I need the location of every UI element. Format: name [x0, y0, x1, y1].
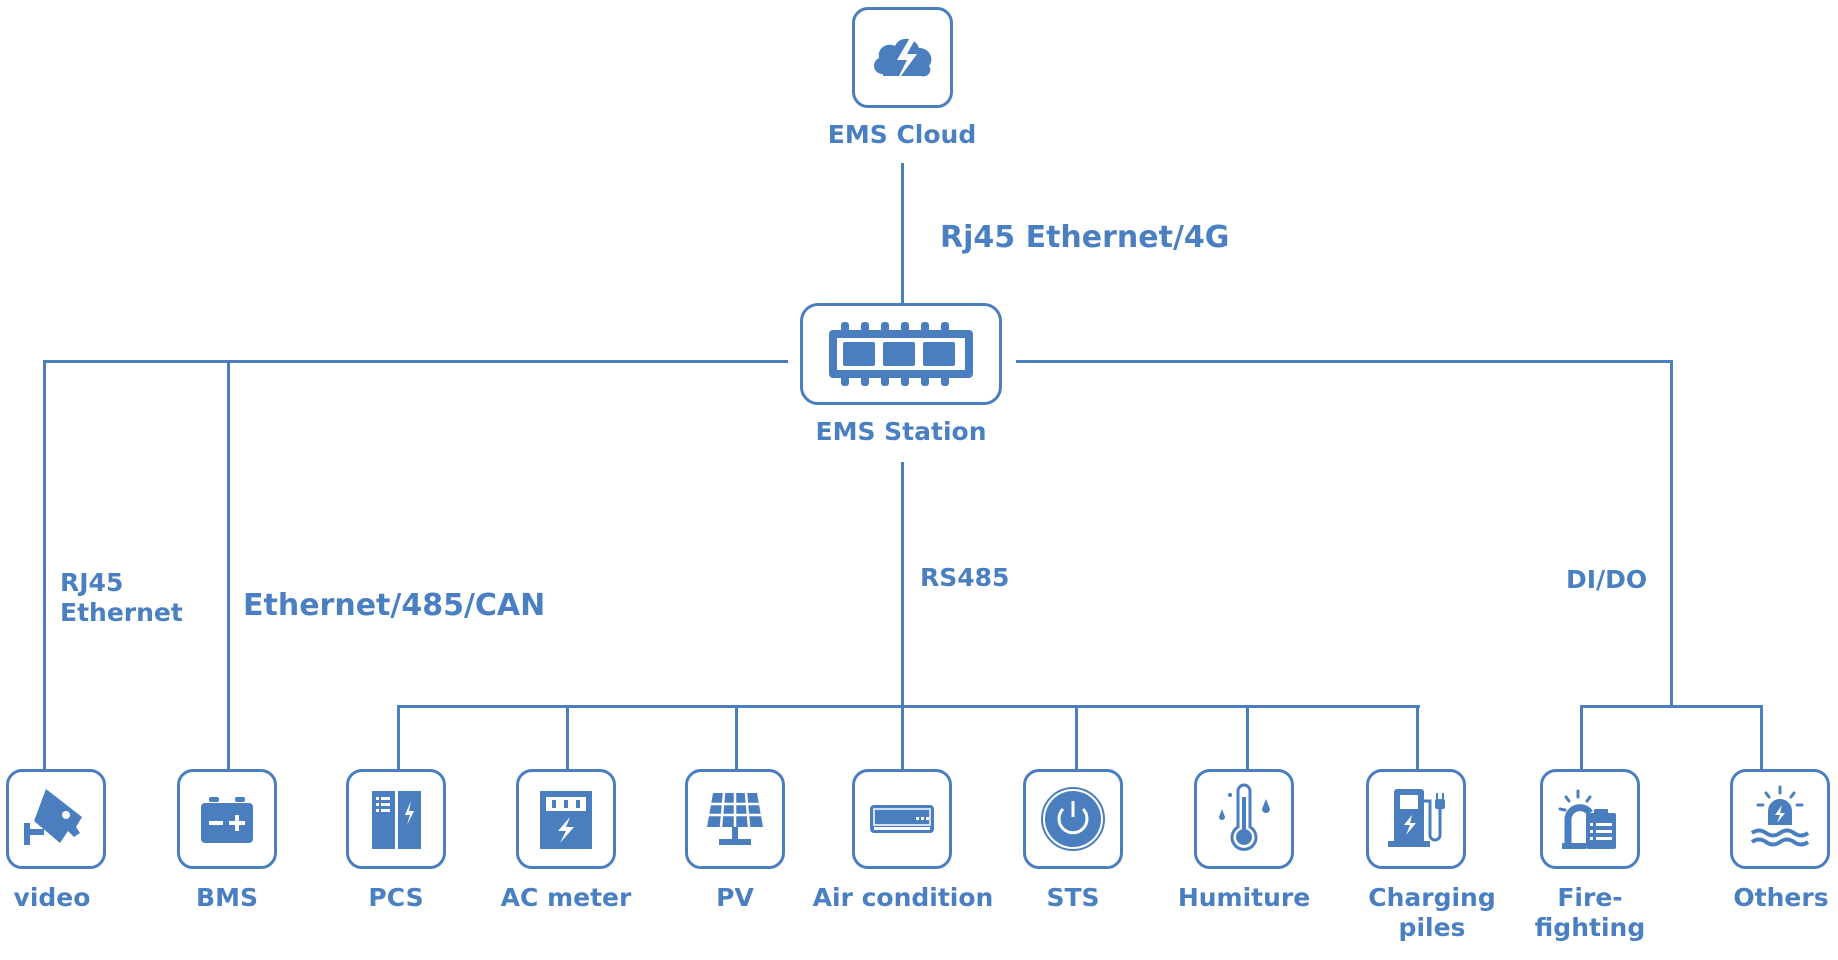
wire-bms — [227, 360, 230, 769]
device-others[interactable] — [1730, 769, 1830, 869]
device-label-video: video — [13, 883, 91, 912]
device-air-condition[interactable] — [852, 769, 952, 869]
wire-sts — [1075, 705, 1078, 769]
wire-station-right-bus — [1016, 360, 1673, 363]
battery-icon — [201, 797, 253, 843]
fire-alarm-icon — [1558, 789, 1616, 849]
wire-humiture — [1246, 705, 1249, 769]
device-label-fire-fighting: Fire- fighting — [1535, 883, 1645, 943]
chip-icon — [829, 322, 973, 386]
solar-panel-icon — [707, 792, 763, 845]
device-label-charging-piles: Charging piles — [1368, 883, 1496, 943]
wire-rs485-trunk — [901, 462, 904, 769]
wire-station-left-bus — [43, 360, 788, 363]
device-charging-piles[interactable] — [1366, 769, 1466, 869]
ev-charger-icon — [1388, 789, 1445, 847]
wire-video — [43, 360, 46, 769]
wire-others — [1760, 705, 1763, 769]
link-label-rs485: RS485 — [920, 563, 1010, 592]
electric-meter-icon — [540, 791, 592, 849]
wire-pcs — [397, 705, 400, 769]
device-fire-fighting[interactable] — [1540, 769, 1640, 869]
device-label-air-condition: Air condition — [812, 883, 994, 912]
device-label-others: Others — [1733, 883, 1829, 912]
device-bms[interactable] — [177, 769, 277, 869]
wire-fire-fighting — [1580, 705, 1583, 769]
device-video[interactable] — [6, 769, 106, 869]
link-label-video-line2: Ethernet — [60, 598, 183, 627]
device-sts[interactable] — [1023, 769, 1123, 869]
thermometer-icon — [1219, 783, 1270, 851]
device-humiture[interactable] — [1194, 769, 1294, 869]
ems-station-label: EMS Station — [815, 417, 987, 446]
cloud-lightning-icon — [873, 35, 931, 84]
device-label-fire-line2: fighting — [1534, 913, 1646, 942]
power-cabinet-icon — [372, 791, 421, 849]
device-pv[interactable] — [685, 769, 785, 869]
device-pcs[interactable] — [346, 769, 446, 869]
wire-ac-meter — [566, 705, 569, 769]
device-ac-meter[interactable] — [516, 769, 616, 869]
wire-charging-piles — [1416, 705, 1419, 769]
link-label-video-line1: RJ45 — [60, 568, 124, 597]
air-conditioner-icon — [870, 805, 934, 833]
cctv-camera-icon — [24, 789, 82, 845]
link-label-dido: DI/DO — [1566, 565, 1648, 594]
device-label-sts: STS — [1046, 883, 1100, 912]
device-label-humiture: Humiture — [1177, 883, 1311, 912]
power-button-icon — [1041, 787, 1105, 851]
link-label-video: RJ45 Ethernet — [60, 568, 183, 628]
wire-pv — [735, 705, 738, 769]
wire-dido-trunk — [1670, 360, 1673, 707]
ems-cloud-node[interactable] — [852, 7, 953, 108]
wire-cloud-station — [901, 163, 904, 304]
wire-rs485-bus — [397, 705, 1420, 708]
device-label-bms: BMS — [196, 883, 258, 912]
ems-station-node[interactable] — [800, 303, 1002, 405]
device-label-pcs: PCS — [368, 883, 424, 912]
device-label-fire-line1: Fire- — [1557, 883, 1623, 912]
device-label-charging-line2: piles — [1398, 913, 1466, 942]
flood-alarm-icon — [1750, 785, 1810, 847]
device-label-ac-meter: AC meter — [500, 883, 632, 912]
link-label-bms: Ethernet/485/CAN — [243, 588, 546, 623]
ems-cloud-label: EMS Cloud — [827, 120, 977, 149]
device-label-pv: PV — [716, 883, 754, 912]
wire-dido-bus — [1580, 705, 1763, 708]
link-label-cloud-station: Rj45 Ethernet/4G — [940, 220, 1230, 255]
device-label-charging-line1: Charging — [1368, 883, 1496, 912]
